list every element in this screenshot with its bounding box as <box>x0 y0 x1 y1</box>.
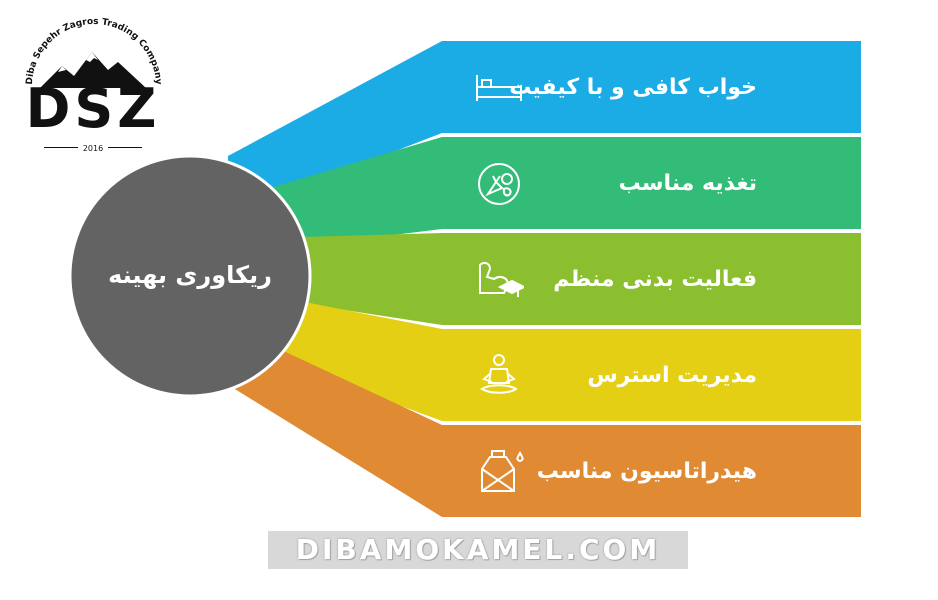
healthy-food-icon <box>478 163 520 205</box>
item-hydration: هیدراتاسیون مناسب <box>442 425 861 517</box>
mountain-icon <box>40 52 146 88</box>
item-nutrition: تغذیه مناسب <box>442 137 861 229</box>
company-logo: Diba Sepehr Zagros Trading Company DSZ 2… <box>18 16 168 153</box>
connector-1 <box>256 137 442 252</box>
logo-mark: DSZ <box>25 77 161 140</box>
mountain-snow-small-icon <box>58 66 66 72</box>
bed-icon <box>476 75 522 101</box>
connector-4 <box>230 326 442 517</box>
item-exercise: فعالیت بدنی منظم <box>442 233 861 325</box>
item-label-exercise: فعالیت بدنی منظم <box>553 266 757 292</box>
item-label-stress: مدیریت استرس <box>587 362 757 388</box>
connector-0 <box>228 41 442 216</box>
item-label-hydration: هیدراتاسیون مناسب <box>536 458 757 484</box>
water-bottle-icon <box>481 450 524 492</box>
year-rule-left <box>44 147 78 148</box>
logo-year: 2016 <box>82 144 104 153</box>
item-sleep: خواب کافی و با کیفیت <box>442 41 861 133</box>
logo-graphic: Diba Sepehr Zagros Trading Company <box>25 17 163 88</box>
center-label: ریکاوری بهینه <box>108 261 272 289</box>
site-watermark: DIBAMOKAMEL.COM <box>268 531 688 569</box>
center-circle <box>68 154 312 398</box>
mountain-snow-icon <box>86 52 98 62</box>
item-label-sleep: خواب کافی و با کیفیت <box>509 74 757 100</box>
item-label-nutrition: تغذیه مناسب <box>618 170 757 196</box>
meditation-icon <box>480 354 518 394</box>
item-stress: مدیریت استرس <box>442 329 861 421</box>
connector-2 <box>266 233 442 325</box>
year-rule-right <box>108 147 142 148</box>
muscle-arm-icon <box>479 261 524 297</box>
